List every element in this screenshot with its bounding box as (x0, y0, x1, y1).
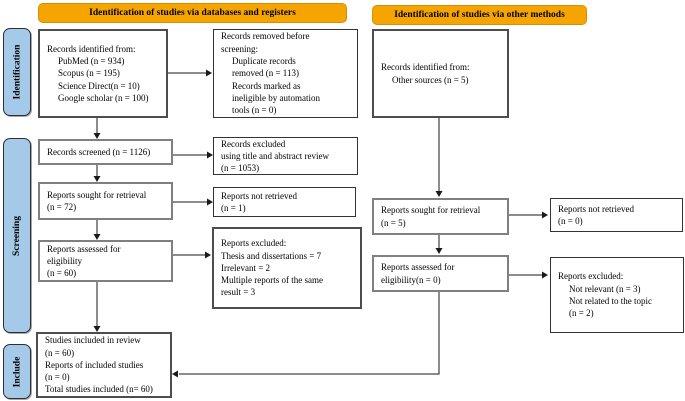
box-line: Other sources (n = 5) (392, 74, 469, 85)
phase-screening-label: Screening (12, 215, 22, 256)
arrow-identified-to-screened (93, 118, 101, 139)
box-line: (n = 2) (569, 308, 594, 319)
box-line: (n = 72) (47, 202, 77, 212)
box-reports-excluded-other: Reports excluded: Not relevant (n = 3) N… (550, 257, 684, 333)
box-records-excluded: Records excluded using title and abstrac… (213, 137, 358, 175)
box-line: Google scholar (n = 100) (58, 92, 149, 103)
box-reports-not-retrieved-other: Reports not retrieved (n = 0) (550, 198, 683, 232)
arrow-right-icon (205, 251, 211, 259)
box-line: Scopus (n = 195) (58, 68, 120, 79)
arrow-sought-to-assessed (93, 220, 101, 240)
box-line: Records screened (n = 1126) (47, 146, 151, 157)
arrow-other-assessed-to-excluded (509, 271, 548, 279)
header-other-methods: Identification of studies via other meth… (372, 5, 587, 25)
arrow-screened-to-sought (93, 165, 101, 182)
arrow-other-sought-to-assessed (435, 235, 443, 254)
box-line: Reports assessed for (381, 262, 455, 273)
arrow-assessed-to-included (93, 282, 101, 332)
box-line: Reports not retrieved (221, 190, 297, 201)
box-line: Not related to the topic (569, 296, 652, 306)
box-reports-sought-databases: Reports sought for retrieval (n = 72) (38, 182, 173, 220)
box-line: Studies included in review (45, 335, 141, 346)
box-line: Science Direct(n = 10) (58, 80, 140, 91)
box-line: (n = 0) (558, 216, 583, 226)
box-line: Reports sought for retrieval (381, 205, 481, 216)
box-line: Records removed before (221, 31, 310, 42)
arrow-other-sought-to-not-retrieved (509, 211, 548, 219)
phase-screening: Screening (3, 138, 31, 333)
box-line: Irrelevant = 2 (221, 262, 271, 273)
box-line: (n = 1053) (221, 163, 260, 174)
box-line: screening: (221, 43, 258, 54)
arrow-screened-to-excluded (173, 151, 213, 159)
box-records-identified-other: Records identified from: Other sources (… (372, 29, 509, 118)
box-reports-sought-other: Reports sought for retrieval (n = 5) (372, 198, 509, 235)
arrow-right-icon (542, 211, 548, 219)
arrow-identified-to-removed (168, 69, 212, 77)
header-databases-registers: Identification of studies via databases … (38, 3, 347, 23)
box-reports-not-retrieved-databases: Reports not retrieved (n = 1) (213, 187, 356, 217)
box-line: Thesis and dissertations = 7 (221, 250, 322, 261)
box-line: (n = 0) (45, 372, 70, 383)
arrow-right-icon (542, 271, 548, 279)
arrow-down-icon (435, 248, 443, 254)
box-reports-assessed-databases: Reports assessed for eligibility (n = 60… (38, 240, 173, 282)
box-line: Reports excluded: (558, 271, 624, 282)
box-records-removed: Records removed before screening: Duplic… (213, 29, 358, 118)
phase-include-label: Include (12, 356, 22, 387)
box-line: Records excluded (221, 138, 286, 149)
box-line: eligibility (47, 255, 82, 266)
arrow-right-icon (206, 69, 212, 77)
box-line: Multiple reports of the same (221, 275, 323, 286)
box-line: Not relevant (n = 3) (569, 283, 641, 294)
box-line: Reports assessed for (47, 243, 121, 254)
box-records-identified-databases: Records identified from: PubMed (n = 934… (38, 29, 168, 118)
box-line: Reports not retrieved (558, 203, 634, 214)
box-line: result = 3 (221, 287, 256, 298)
box-line: (n = 60) (47, 268, 77, 279)
box-line: removed (n = 113) (232, 68, 299, 79)
box-line: Records identified from: (381, 62, 470, 73)
box-line: ineligible by automation (232, 92, 320, 103)
box-line: Total studies included (n= 60) (45, 384, 153, 395)
box-studies-included: Studies included in review (n = 60) Repo… (36, 332, 172, 398)
arrow-left-icon (172, 370, 178, 378)
phase-identification-label: Identification (12, 44, 23, 100)
box-line: Reports sought for retrieval (47, 189, 147, 200)
phase-identification: Identification (3, 28, 31, 116)
box-reports-excluded-databases: Reports excluded: Thesis and dissertatio… (212, 227, 362, 309)
arrow-sought-to-not-retrieved (173, 198, 213, 206)
phase-include: Include (3, 344, 31, 399)
box-line: (n = 60) (45, 347, 75, 358)
box-line: (n = 5) (381, 217, 406, 228)
box-line: PubMed (n = 934) (58, 56, 125, 67)
box-records-screened: Records screened (n = 1126) (38, 139, 173, 165)
box-line: Records marked as (232, 80, 301, 91)
box-line: tools (n = 0) (232, 105, 277, 116)
arrow-down-icon (435, 191, 443, 197)
arrow-assessed-to-excluded (173, 251, 211, 259)
box-line: eligibility(n = 0) (381, 274, 441, 285)
arrow-other-identified-to-sought (435, 118, 443, 197)
box-line: using title and abstract review (221, 150, 329, 161)
box-line: Reports of included studies (45, 359, 144, 370)
box-line: Records identified from: (47, 43, 136, 54)
box-line: Duplicate records (232, 56, 296, 67)
box-line: Reports excluded: (221, 238, 287, 249)
box-line: (n = 1) (221, 203, 246, 213)
box-reports-assessed-other: Reports assessed for eligibility(n = 0) (372, 255, 509, 292)
